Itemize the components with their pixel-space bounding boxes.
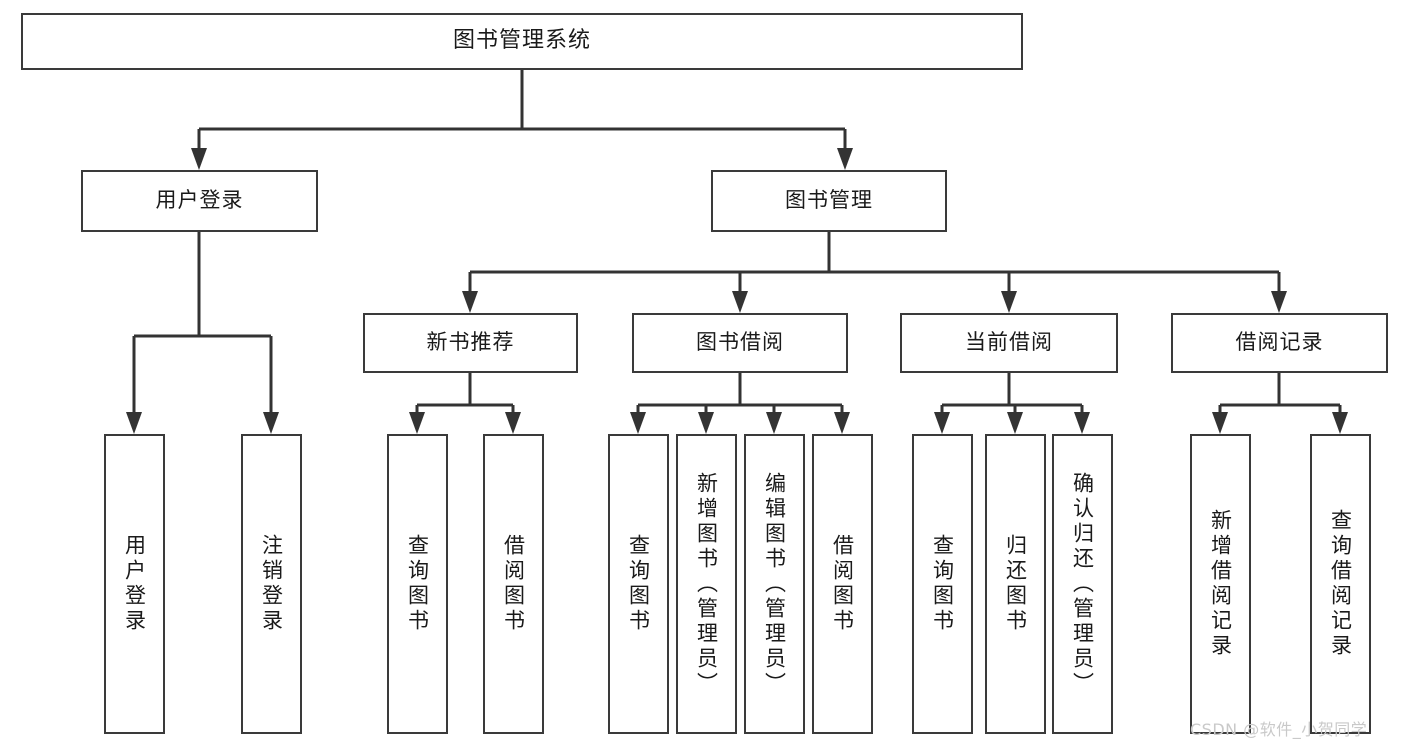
node-leaf-logout-login[interactable]: 注销登录 [241,434,302,734]
node-label: 图书管理系统 [452,28,591,54]
edge-currentborrow-bus-arrowhead-1 [1007,412,1023,434]
edge-bookmanage-bus [468,232,1281,303]
node-user-login[interactable]: 用户登录 [81,170,318,232]
edge-root-bus-arrowhead-0 [191,148,207,170]
node-label: 归还图书 [1003,534,1028,634]
edge-userlogin-bus-arrowhead-0 [126,412,142,434]
node-label: 用户登录 [155,188,244,213]
node-label: 借阅记录 [1235,330,1324,355]
node-leaf-add-record[interactable]: 新增借阅记录 [1190,434,1251,734]
node-label: 新增图书（管理员） [694,471,719,697]
node-current-borrow[interactable]: 当前借阅 [900,313,1118,373]
node-root[interactable]: 图书管理系统 [21,13,1023,70]
node-borrow-record[interactable]: 借阅记录 [1171,313,1388,373]
node-leaf-query-book-rec[interactable]: 查询图书 [387,434,448,734]
node-leaf-edit-book[interactable]: 编辑图书（管理员） [744,434,805,734]
edge-bookborrow-bus-arrowhead-1 [698,412,714,434]
node-label: 新增借阅记录 [1208,509,1233,659]
edge-currentborrow-bus-arrowhead-0 [934,412,950,434]
node-label: 借阅图书 [501,534,526,634]
node-label: 借阅图书 [830,534,855,634]
node-leaf-borrow-book-bor[interactable]: 借阅图书 [812,434,873,734]
node-new-book-recommend[interactable]: 新书推荐 [363,313,578,373]
node-leaf-query-book-bor[interactable]: 查询图书 [608,434,669,734]
node-leaf-user-login[interactable]: 用户登录 [104,434,165,734]
edge-bookborrow-bus-arrowhead-0 [630,412,646,434]
edge-borrowrecord-bus [1218,373,1342,424]
edge-userlogin-bus [132,232,273,424]
edge-currentborrow-bus [940,373,1084,424]
node-leaf-query-book-cur[interactable]: 查询图书 [912,434,973,734]
node-leaf-return-book[interactable]: 归还图书 [985,434,1046,734]
edge-newbook-bus-arrowhead-0 [409,412,425,434]
watermark-label: CSDN @软件_小贺同学 [1190,720,1368,739]
node-label: 查询图书 [930,534,955,634]
node-label: 新书推荐 [426,330,515,355]
edge-bookmanage-bus-arrowhead-0 [462,291,478,313]
edge-bookmanage-bus-arrowhead-1 [732,291,748,313]
node-label: 确认归还（管理员） [1070,471,1095,697]
node-label: 查询图书 [405,534,430,634]
node-label: 图书管理 [785,188,873,213]
node-leaf-borrow-book-rec[interactable]: 借阅图书 [483,434,544,734]
node-book-borrow[interactable]: 图书借阅 [632,313,848,373]
node-label: 当前借阅 [965,330,1053,355]
node-book-manage[interactable]: 图书管理 [711,170,947,232]
edge-borrowrecord-bus-arrowhead-0 [1212,412,1228,434]
edge-borrowrecord-bus-arrowhead-1 [1332,412,1348,434]
edge-root-bus [197,70,847,160]
node-label: 查询借阅记录 [1328,509,1353,659]
edge-currentborrow-bus-arrowhead-2 [1074,412,1090,434]
node-leaf-confirm-return[interactable]: 确认归还（管理员） [1052,434,1113,734]
edge-newbook-bus [415,373,515,424]
edge-bookborrow-bus-arrowhead-3 [834,412,850,434]
node-label: 图书借阅 [696,330,784,355]
edge-userlogin-bus-arrowhead-1 [263,412,279,434]
edge-bookborrow-bus [636,373,844,424]
node-label: 编辑图书（管理员） [762,471,787,697]
edge-bookmanage-bus-arrowhead-2 [1001,291,1017,313]
edge-bookmanage-bus-arrowhead-3 [1271,291,1287,313]
node-label: 注销登录 [259,534,284,634]
edge-bookborrow-bus-arrowhead-2 [766,412,782,434]
node-label: 查询图书 [626,534,651,634]
node-label: 用户登录 [122,534,147,634]
edge-root-bus-arrowhead-1 [837,148,853,170]
edge-newbook-bus-arrowhead-1 [505,412,521,434]
node-leaf-add-book[interactable]: 新增图书（管理员） [676,434,737,734]
node-leaf-query-record[interactable]: 查询借阅记录 [1310,434,1371,734]
